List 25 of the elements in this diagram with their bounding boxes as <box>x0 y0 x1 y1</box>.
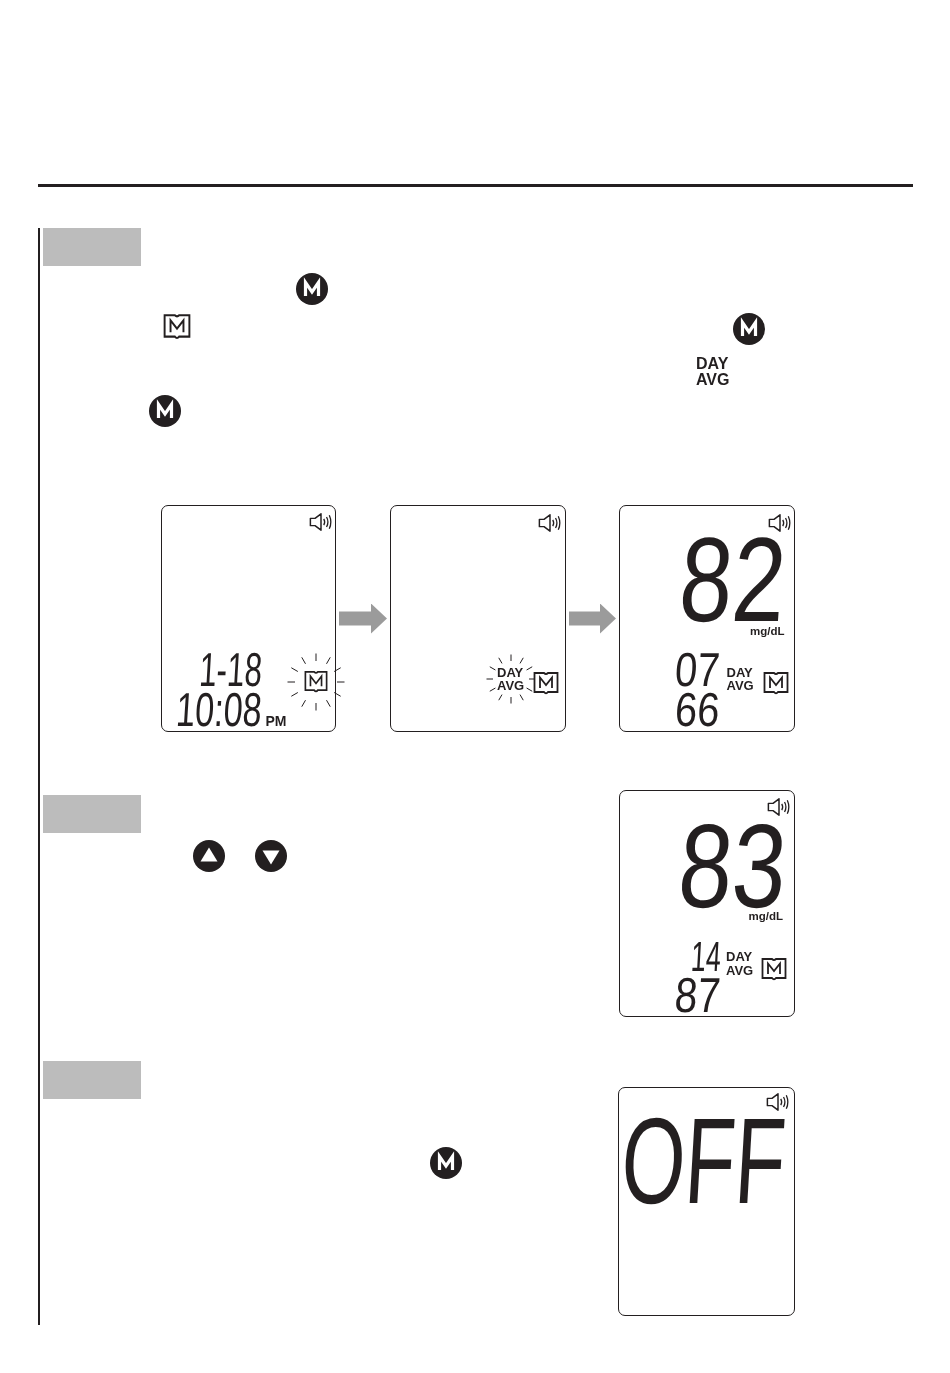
lcd-digits: 07 <box>674 653 722 688</box>
lcd-digits: 14 <box>690 942 722 973</box>
lcd-screen <box>619 790 795 1017</box>
lcd-digits: 1-18 <box>198 653 264 688</box>
lcd-digits: 10:08 <box>174 693 263 728</box>
am-pm-label: PM <box>265 713 287 728</box>
lcd-screen <box>390 505 566 732</box>
arrow <box>569 603 616 634</box>
lcd-digits: 66 <box>674 693 722 728</box>
step-tab <box>43 1061 141 1099</box>
mode-label: DAY AVG <box>726 665 754 693</box>
step-tab <box>43 795 141 833</box>
lcd-digits: 82 <box>677 535 789 623</box>
lcd-digits: 87 <box>674 977 722 1013</box>
day-avg-label: DAY AVG <box>696 356 730 388</box>
lcd-screen <box>618 1087 795 1316</box>
unit-label: mg/dL <box>750 625 785 638</box>
lcd-screen <box>619 505 795 732</box>
arrow <box>339 603 387 634</box>
lcd-digits: 83 <box>676 823 790 909</box>
step-tab <box>43 228 141 266</box>
mode-label: DAY AVG <box>726 950 754 978</box>
unit-label: mg/dL <box>748 910 783 922</box>
mode-label: DAY AVG <box>497 665 525 693</box>
lcd-digits: OFF <box>618 1117 788 1206</box>
